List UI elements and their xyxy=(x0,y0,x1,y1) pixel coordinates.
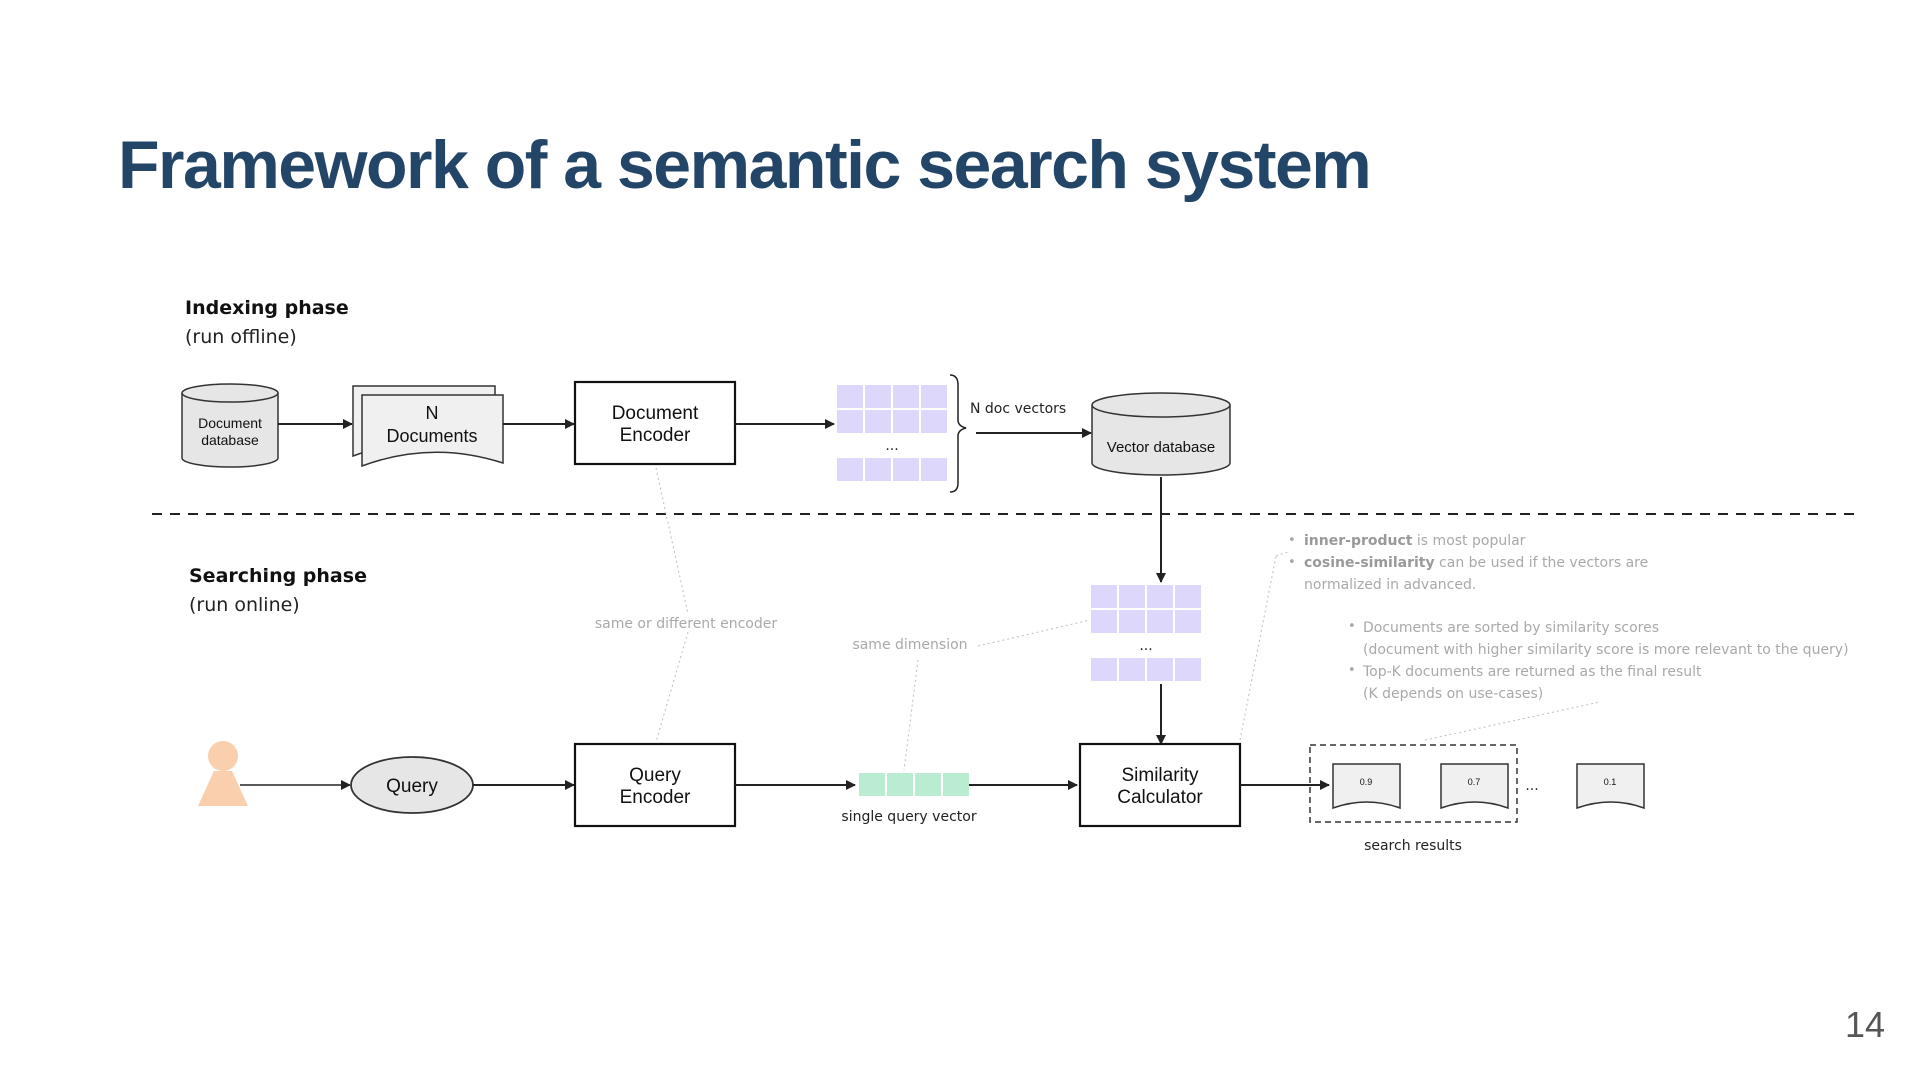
slide-title: Framework of a semantic search system xyxy=(118,127,1372,203)
query-encoder-label-1: Query xyxy=(629,765,681,786)
user-person-icon xyxy=(198,741,248,806)
retrieved-vectors-ellipsis: ... xyxy=(1139,638,1152,654)
doc-vectors-grid: ... xyxy=(837,385,947,481)
n-documents-label-2: Documents xyxy=(386,426,477,446)
svg-text:•: • xyxy=(1348,663,1356,678)
similarity-note-line: normalized in advanced. xyxy=(1304,577,1476,593)
result-document: 0.7 xyxy=(1440,763,1509,810)
query-vector-label: single query vector xyxy=(841,809,976,825)
result-score: 0.9 xyxy=(1360,777,1373,787)
query-label: Query xyxy=(386,776,438,797)
dimension-note: same dimension xyxy=(852,637,967,653)
vector-database-label: Vector database xyxy=(1107,439,1215,456)
document-database-label-1: Document xyxy=(198,415,262,431)
retrieved-doc-vectors-grid: ... xyxy=(1091,585,1201,681)
similarity-notes: • inner-product is most popular • cosine… xyxy=(1288,533,1648,593)
document-encoder-label-1: Document xyxy=(612,403,699,424)
query-vector xyxy=(859,773,969,796)
indexing-phase-subtitle: (run offline) xyxy=(185,326,297,348)
doc-vectors-label: N doc vectors xyxy=(970,401,1066,417)
result-score: 0.7 xyxy=(1468,777,1481,787)
document-database-cylinder: Document database xyxy=(181,383,279,468)
result-note-line: (document with higher similarity score i… xyxy=(1363,642,1849,658)
svg-text:•: • xyxy=(1348,619,1356,634)
vector-database-cylinder: Vector database xyxy=(1091,392,1231,476)
result-document: 0.1 xyxy=(1576,763,1645,810)
document-encoder-box: Document Encoder xyxy=(573,380,737,466)
result-notes: • Documents are sorted by similarity sco… xyxy=(1348,619,1849,702)
query-encoder-box: Query Encoder xyxy=(573,742,737,828)
result-note-line: Top-K documents are returned as the fina… xyxy=(1362,664,1702,680)
annotation-connectors xyxy=(655,467,1601,771)
similarity-calculator-label-2: Calculator xyxy=(1117,787,1203,808)
page-number: 14 xyxy=(1844,1004,1885,1045)
svg-text:•: • xyxy=(1288,533,1296,548)
similarity-calculator-label-1: Similarity xyxy=(1121,765,1199,786)
search-results-label: search results xyxy=(1364,838,1462,854)
results-ellipsis: ... xyxy=(1525,778,1538,794)
search-results-frame xyxy=(1309,744,1518,823)
result-note-line: (K depends on use-cases) xyxy=(1363,686,1543,702)
indexing-phase-title: Indexing phase xyxy=(185,297,349,319)
n-documents-label-1: N xyxy=(426,403,439,423)
result-score: 0.1 xyxy=(1604,777,1617,787)
searching-phase-title: Searching phase xyxy=(189,565,367,587)
doc-vectors-ellipsis: ... xyxy=(885,438,898,454)
n-documents-stack: N Documents xyxy=(352,385,504,468)
encoder-note: same or different encoder xyxy=(595,616,778,632)
query-encoder-label-2: Encoder xyxy=(620,787,691,808)
searching-phase-subtitle: (run online) xyxy=(189,594,300,616)
doc-vectors-brace xyxy=(949,374,967,493)
result-note-line: Documents are sorted by similarity score… xyxy=(1363,620,1659,636)
svg-text:•: • xyxy=(1288,555,1296,570)
document-encoder-label-2: Encoder xyxy=(620,425,691,446)
similarity-note-line: cosine-similarity can be used if the vec… xyxy=(1304,555,1648,571)
query-node: Query xyxy=(350,756,474,814)
similarity-note-line: inner-product is most popular xyxy=(1304,533,1526,549)
similarity-calculator-box: Similarity Calculator xyxy=(1078,742,1242,828)
result-document: 0.9 xyxy=(1332,763,1401,810)
document-database-label-2: database xyxy=(201,432,259,448)
